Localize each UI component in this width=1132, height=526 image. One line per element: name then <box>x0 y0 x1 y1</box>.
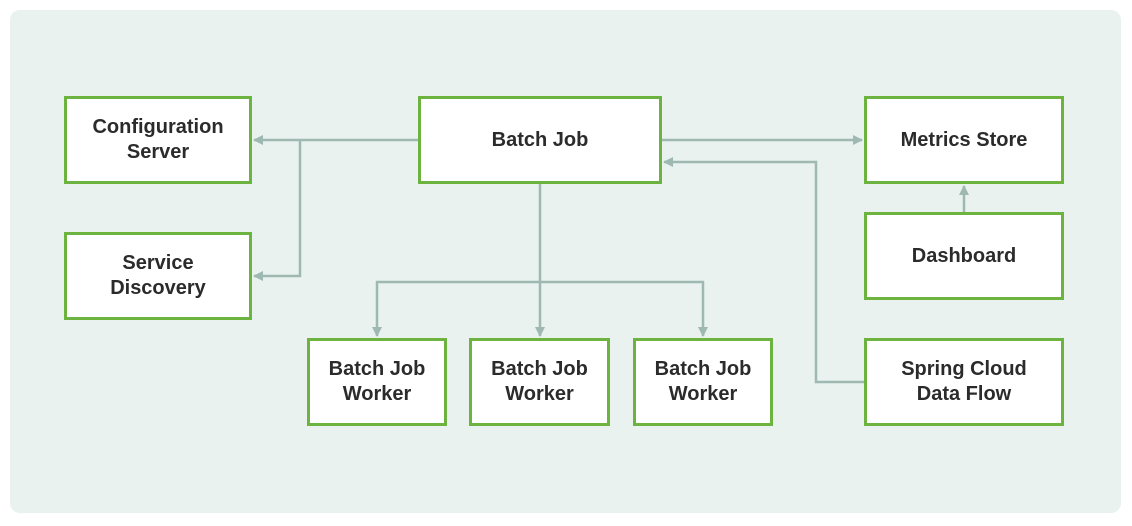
edge-batch-to-worker-1 <box>372 280 540 337</box>
edge-batch-to-service-discovery <box>253 140 302 281</box>
dashboard-node: Dashboard <box>864 212 1064 300</box>
configuration-server-node: Configuration Server <box>64 96 252 184</box>
edge-batch-to-worker-3 <box>540 280 708 337</box>
edge-scdf-to-batch <box>663 157 864 384</box>
spring-cloud-data-flow-node: Spring Cloud Data Flow <box>864 338 1064 426</box>
batch-job-worker-node-1: Batch Job Worker <box>307 338 447 426</box>
service-discovery-node: Service Discovery <box>64 232 252 320</box>
batch-job-worker-node-2: Batch Job Worker <box>469 338 610 426</box>
batch-job-worker-node-3: Batch Job Worker <box>633 338 773 426</box>
batch-job-node: Batch Job <box>418 96 662 184</box>
metrics-store-node: Metrics Store <box>864 96 1064 184</box>
